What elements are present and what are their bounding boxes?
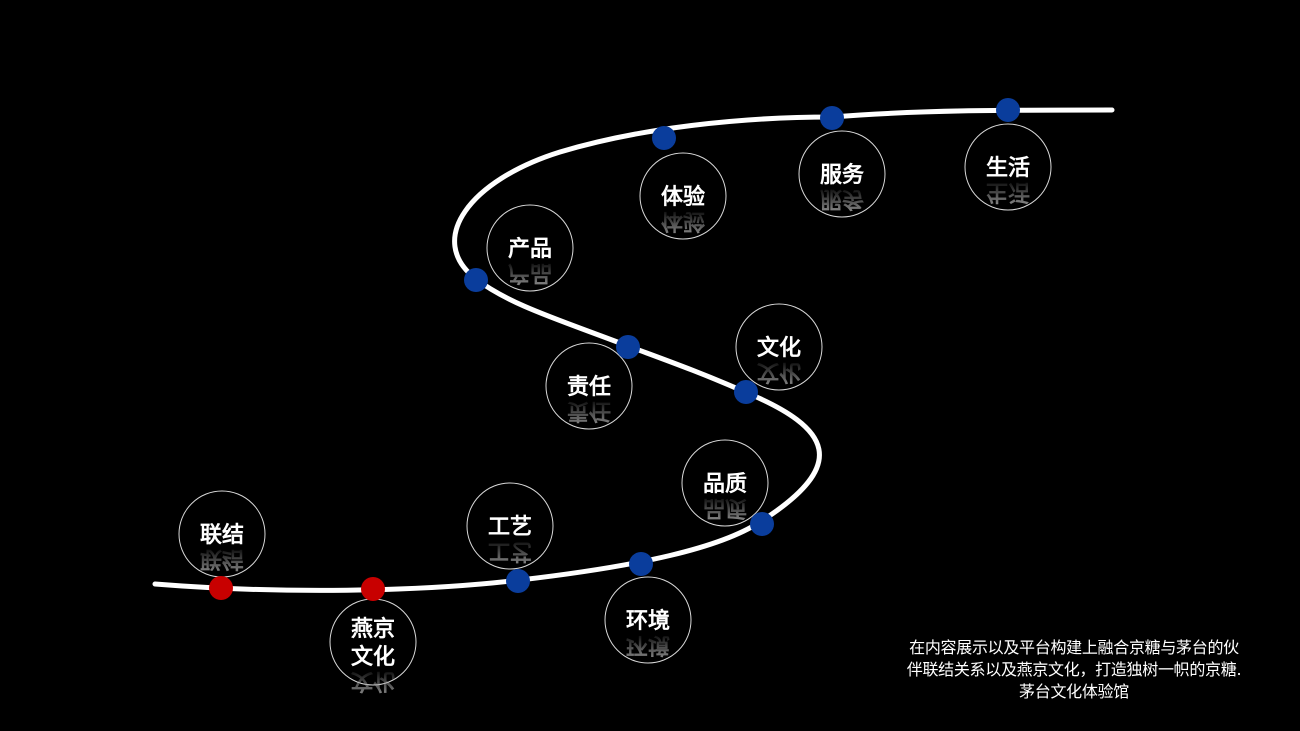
description-line-2: 伴联结关系以及燕京文化，打造独树一帜的京糖. (906, 660, 1242, 679)
node-circle (681, 439, 769, 527)
node-label-reflection: 责任 (567, 398, 611, 424)
node-label: 品质 (703, 472, 747, 497)
node-label: 服务 (820, 163, 865, 188)
node-label-reflection: 环境 (626, 632, 670, 658)
node-label: 产品 (508, 237, 552, 262)
node-label: 责任 (567, 374, 611, 400)
description-text: 在内容展示以及平台构建上融合京糖与茅台的伙 伴联结关系以及燕京文化，打造独树一帜… (862, 637, 1286, 703)
marker-dot-blue (652, 126, 676, 150)
node-circle (604, 576, 692, 664)
node-label-reflection: 体验 (661, 208, 705, 234)
node-label: 环境 (626, 608, 670, 634)
description-line-3: 茅台文化体验馆 (1019, 682, 1129, 701)
node-label-reflection: 工艺 (488, 538, 532, 564)
node-label: 联结 (200, 522, 244, 548)
marker-dot-red (209, 576, 233, 600)
node-label-reflection: 文化 (351, 668, 395, 694)
node-circle (798, 130, 886, 218)
node-circle (486, 204, 574, 292)
node-label: 文化 (351, 644, 395, 670)
marker-dot-red (361, 577, 385, 601)
node-label-reflection: 产品 (508, 260, 552, 285)
node-label: 生活 (986, 156, 1030, 181)
node-circle (964, 123, 1052, 211)
node-label-reflection: 品质 (703, 495, 747, 520)
marker-dot-blue (506, 569, 530, 593)
node-circle (466, 482, 554, 570)
marker-dot-blue (820, 106, 844, 130)
node-circle (735, 303, 823, 391)
node-label: 燕京 (351, 616, 395, 642)
node-label-reflection: 文化 (757, 359, 801, 385)
node-circle (545, 342, 633, 430)
marker-dot-blue (616, 335, 640, 359)
markers-layer (209, 98, 1020, 601)
node-label-reflection: 服务 (820, 186, 865, 211)
marker-dot-blue (750, 512, 774, 536)
node-label-reflection: 联结 (200, 546, 244, 572)
marker-dot-blue (996, 98, 1020, 122)
node-circle (639, 152, 727, 240)
marker-dot-blue (464, 268, 488, 292)
node-label: 文化 (757, 335, 801, 361)
description-line-1: 在内容展示以及平台构建上融合京糖与茅台的伙 (909, 638, 1239, 657)
node-label: 工艺 (488, 514, 532, 540)
node-label: 体验 (661, 184, 705, 210)
marker-dot-blue (734, 380, 758, 404)
marker-dot-blue (629, 552, 653, 576)
nodes-layer: 联结联结燕京文化文化工艺工艺环境环境品质品质责任责任文化文化产品产品体验体验服务… (178, 123, 1052, 694)
node-label-reflection: 生活 (986, 179, 1030, 204)
